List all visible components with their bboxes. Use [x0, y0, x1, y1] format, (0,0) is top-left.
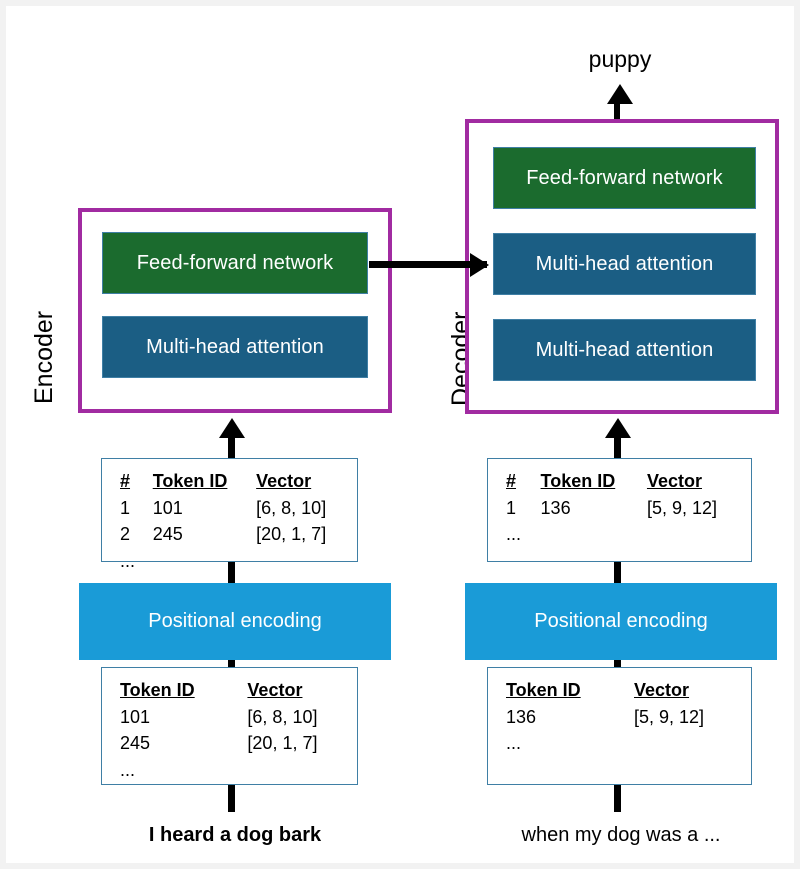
table-header-row: Token ID Vector — [120, 680, 357, 704]
output-word: puppy — [588, 46, 652, 72]
cell-vector: [5, 9, 12] — [634, 707, 705, 727]
table-continuation-row: ... — [506, 521, 751, 547]
decoder-token-table: Token ID Vector 136 [5, 9, 12] ... — [487, 667, 752, 785]
cell-continuation: ... — [506, 524, 522, 545]
cell-vector: [6, 8, 10] — [256, 498, 327, 518]
encoder-sentence-connector — [228, 785, 235, 812]
table-row: 2 245 [20, 1, 7] — [120, 521, 357, 547]
column-header-index: # — [120, 471, 131, 491]
decoder-input-sentence: when my dog was a ... — [521, 824, 721, 846]
diagram-canvas: puppy Encoder Decoder Feed-forward netwo… — [6, 6, 794, 863]
column-header-vector: Vector — [634, 680, 690, 700]
encoder-stage-frame: Feed-forward network Multi-head attentio… — [78, 208, 392, 413]
cell-token-id: 136 — [506, 707, 537, 727]
decoder-embedded-token-table: # Token ID Vector 1 136 [5, 9, 12] ... — [487, 458, 752, 562]
encoder-embedding-arrow-stem — [228, 438, 235, 460]
encoder-side-label: Encoder — [30, 310, 58, 404]
decoder-input-table: Token ID Vector 136 [5, 9, 12] ... — [506, 680, 744, 757]
encoder-layer-feed-forward-network[interactable]: Feed-forward network — [102, 232, 368, 294]
column-header-vector: Vector — [646, 471, 702, 491]
cell-index: 1 — [506, 498, 517, 518]
column-header-token-id: Token ID — [506, 680, 581, 700]
cell-index: 1 — [120, 498, 131, 518]
cell-continuation: ... — [120, 759, 136, 780]
decoder-layer-multi-head-attention-self[interactable]: Multi-head attention — [493, 319, 756, 381]
cell-vector: [20, 1, 7] — [247, 733, 318, 754]
encoder-input-table: Token ID Vector 101 [6, 8, 10] 245 [20, … — [120, 680, 357, 783]
decoder-output-arrow-stem — [614, 102, 620, 120]
column-header-token-id: Token ID — [152, 471, 228, 491]
encoder-embedded-token-table: # Token ID Vector 1 101 [6, 8, 10] 2 245… — [101, 458, 358, 571]
table-row: 245 [20, 1, 7] — [120, 730, 357, 756]
decoder-embedded-table: # Token ID Vector 1 136 [5, 9, 12] ... — [506, 471, 751, 548]
cell-token-id: 101 — [152, 498, 183, 518]
table-row: 1 101 [6, 8, 10] — [120, 495, 357, 521]
column-header-token-id: Token ID — [120, 680, 195, 700]
cell-continuation: ... — [120, 550, 136, 571]
column-header-index: # — [506, 471, 517, 491]
column-header-token-id: Token ID — [540, 471, 616, 491]
encoder-to-decoder-arrow-stem — [369, 261, 487, 268]
encoder-positional-encoding[interactable]: Positional encoding — [79, 583, 391, 660]
cell-token-id: 245 — [152, 524, 183, 545]
cell-token-id: 101 — [120, 707, 151, 727]
table-continuation-row: ... — [506, 730, 744, 756]
decoder-stage-frame: Feed-forward network Multi-head attentio… — [465, 119, 779, 414]
decoder-layer-feed-forward-network[interactable]: Feed-forward network — [493, 147, 756, 209]
table-header-row: Token ID Vector — [506, 680, 744, 704]
cell-vector: [6, 8, 10] — [247, 707, 318, 727]
encoder-posenc-to-table-connector — [228, 562, 235, 583]
decoder-layer-multi-head-attention-cross[interactable]: Multi-head attention — [493, 233, 756, 295]
decoder-embedding-arrowhead — [605, 418, 631, 438]
cell-index: 2 — [120, 524, 131, 545]
encoder-embedding-arrowhead — [219, 418, 245, 438]
table-row: 1 136 [5, 9, 12] — [506, 495, 751, 521]
decoder-embedding-arrow-stem — [614, 438, 621, 460]
encoder-input-sentence: I heard a dog bark — [148, 824, 322, 846]
cell-continuation: ... — [506, 733, 522, 754]
table-header-row: # Token ID Vector — [506, 471, 751, 495]
decoder-sentence-connector — [614, 785, 621, 812]
column-header-vector: Vector — [256, 471, 312, 491]
cell-vector: [20, 1, 7] — [256, 524, 327, 545]
decoder-positional-encoding[interactable]: Positional encoding — [465, 583, 777, 660]
table-row: 136 [5, 9, 12] — [506, 704, 744, 730]
decoder-output-arrowhead — [607, 84, 633, 104]
encoder-layer-multi-head-attention[interactable]: Multi-head attention — [102, 316, 368, 378]
encoder-to-decoder-arrowhead — [470, 253, 489, 277]
table-header-row: # Token ID Vector — [120, 471, 357, 495]
cell-token-id: 136 — [540, 498, 571, 518]
column-header-vector: Vector — [247, 680, 303, 700]
encoder-token-table: Token ID Vector 101 [6, 8, 10] 245 [20, … — [101, 667, 358, 785]
decoder-posenc-to-table-connector — [614, 562, 621, 583]
encoder-embedded-table: # Token ID Vector 1 101 [6, 8, 10] 2 245… — [120, 471, 357, 574]
cell-token-id: 245 — [120, 733, 151, 754]
cell-vector: [5, 9, 12] — [646, 498, 718, 518]
table-continuation-row: ... — [120, 757, 357, 783]
table-continuation-row: ... — [120, 548, 357, 574]
table-row: 101 [6, 8, 10] — [120, 704, 357, 730]
